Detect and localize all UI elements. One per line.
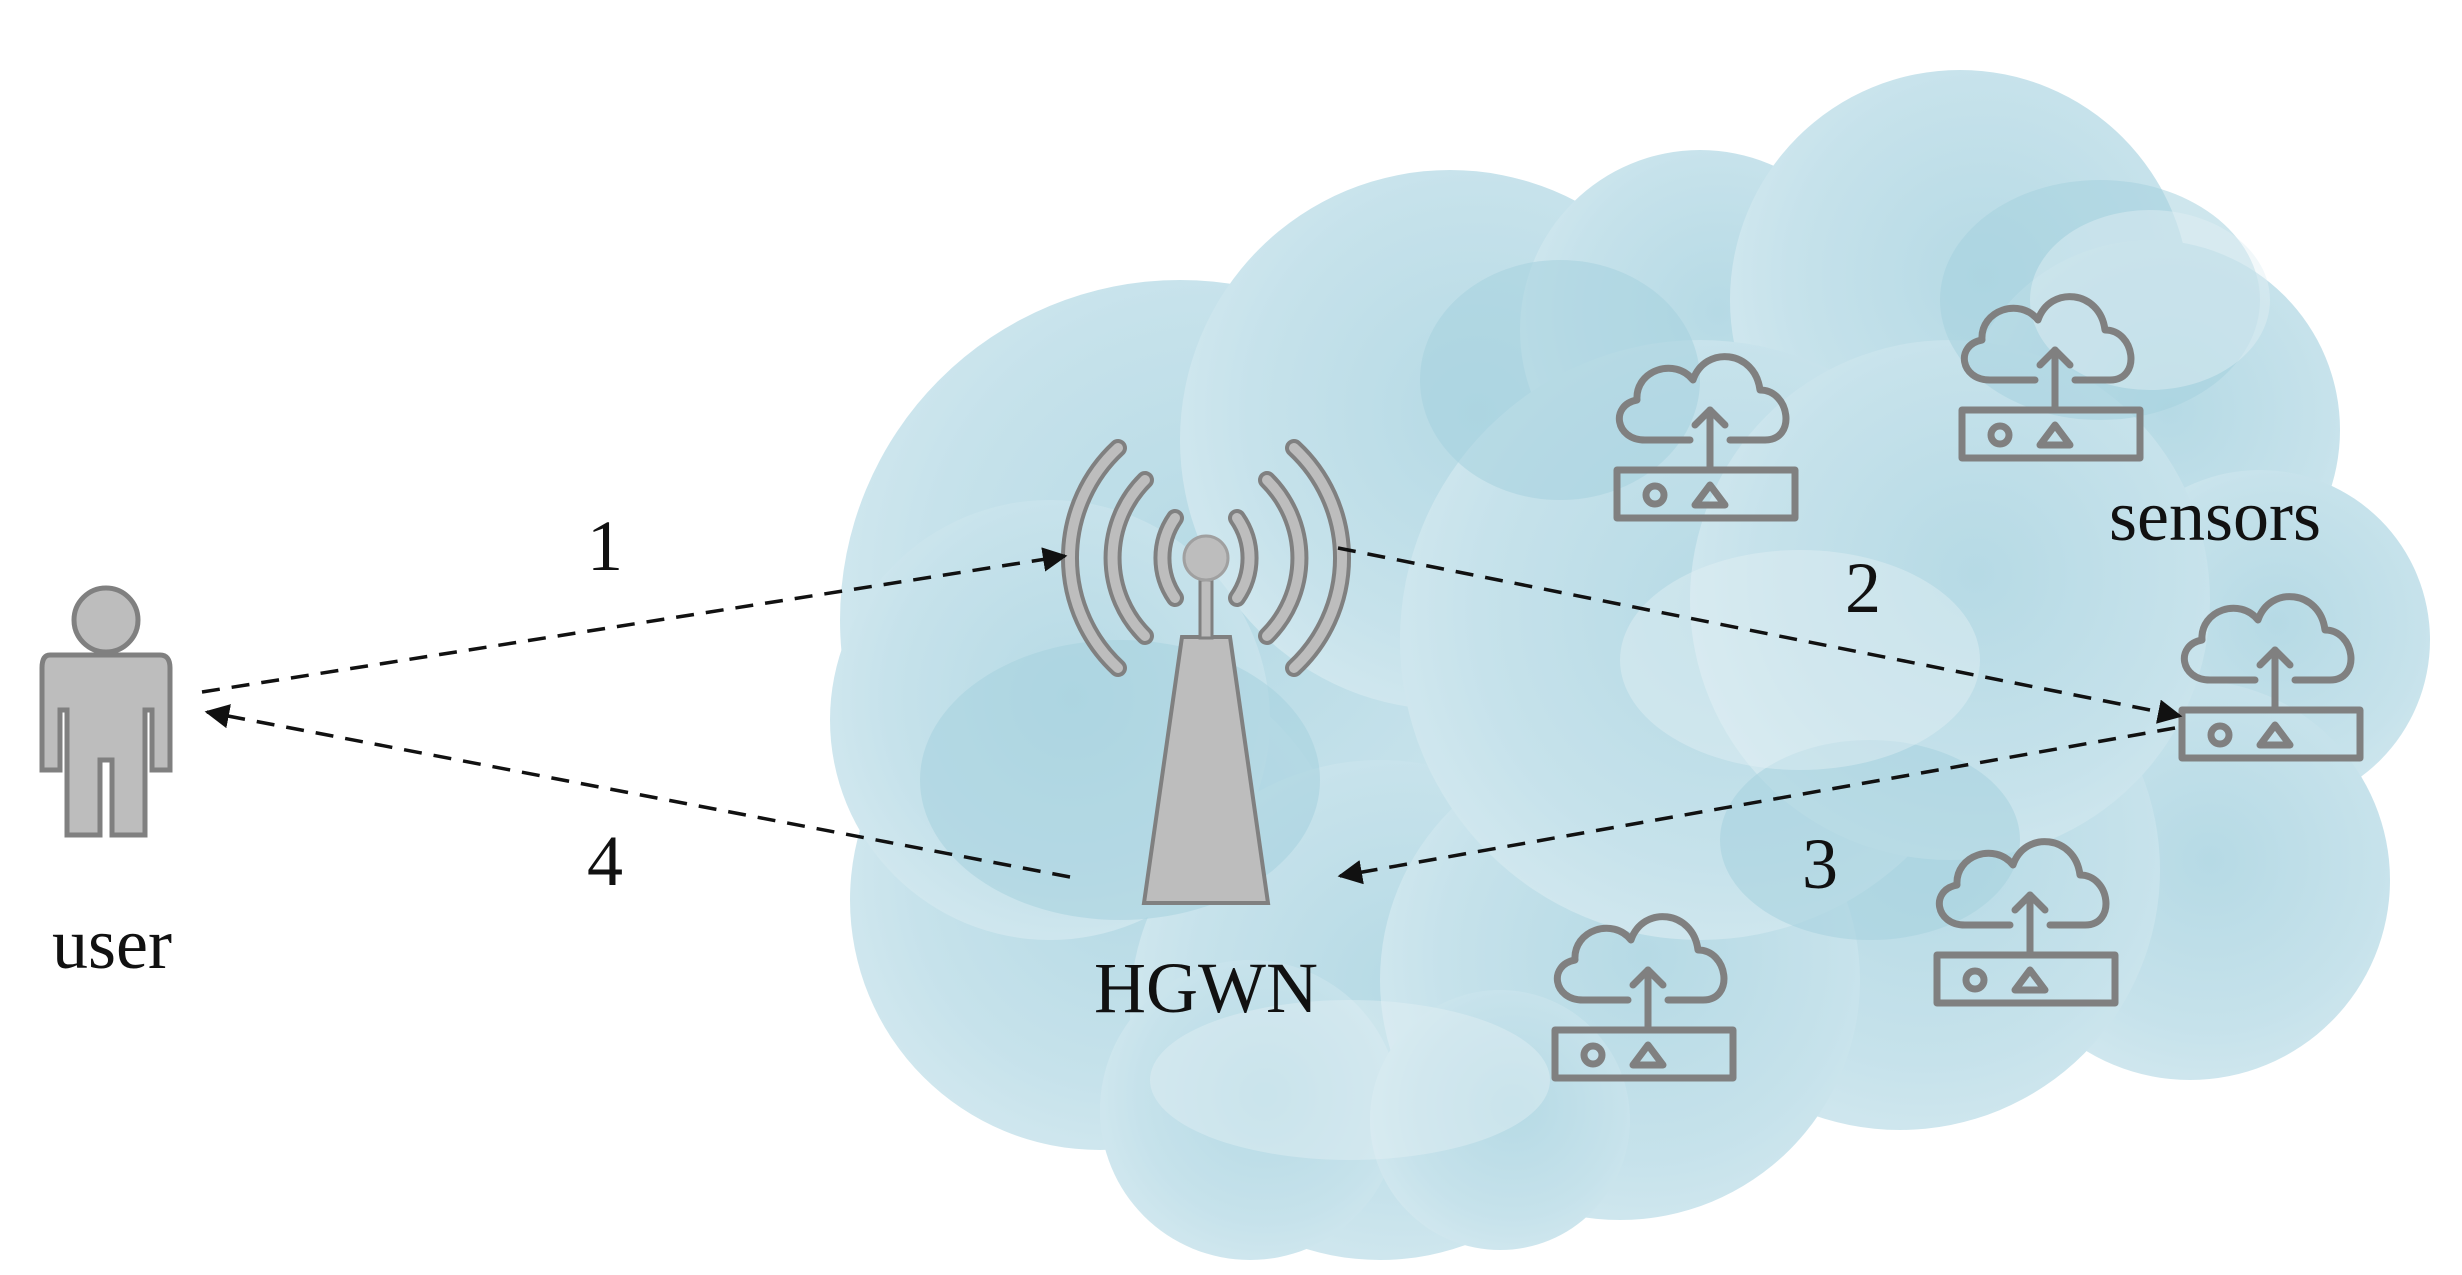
hgwn-label: HGWN: [1094, 948, 1318, 1028]
arrow-step-3: [1337, 726, 2176, 885]
arrow-step-4: [204, 704, 1071, 879]
step-2-label: 2: [1845, 548, 1881, 628]
sensors-label: sensors: [2109, 476, 2321, 556]
network-cloud: [830, 70, 2430, 1260]
arrow-step-2: [1337, 546, 2183, 724]
arrow-step-1: [201, 547, 1068, 694]
step-4-label: 4: [587, 821, 623, 901]
user-icon: [39, 585, 173, 838]
step-3-label: 3: [1802, 824, 1838, 904]
user-label: user: [52, 904, 172, 984]
antenna-tower-icon: [1061, 439, 1351, 905]
step-1-label: 1: [587, 506, 623, 586]
